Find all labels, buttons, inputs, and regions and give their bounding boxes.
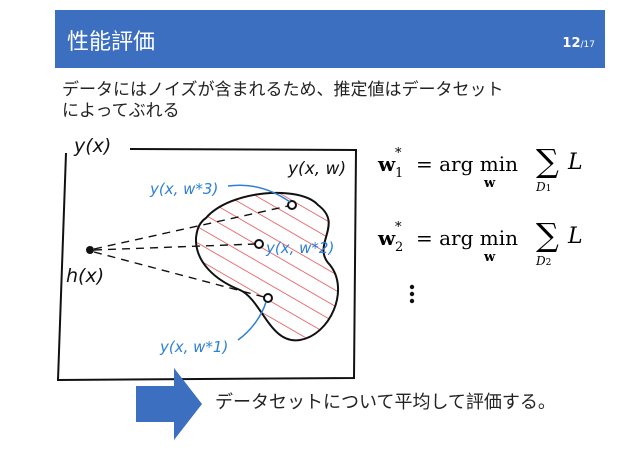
eq1-under: w: [484, 176, 496, 191]
ellipsis-dot-1: [409, 284, 415, 290]
eq2-sum-sub: D2: [536, 254, 552, 268]
equation-2: w * 2 = arg min w ∑ D2 L: [378, 216, 608, 282]
slide-title: 性能評価: [67, 30, 156, 55]
eq2-sum-icon: ∑: [536, 216, 559, 254]
eq1-rel: = arg min: [416, 152, 519, 176]
eq1-sum-icon: ∑: [536, 142, 559, 180]
eq1-lhs: w: [378, 152, 396, 176]
label-h-x: h(x): [66, 265, 104, 287]
outer-rectangle: [56, 148, 358, 382]
page-current: 12: [562, 36, 581, 51]
eq1-sum-sub: D1: [536, 180, 552, 194]
eq2-sup: *: [395, 220, 402, 235]
estimate-point-w1: [263, 293, 273, 303]
ellipsis-dot-2: [409, 291, 415, 297]
blob-region: [194, 191, 340, 342]
eq2-loss: L: [568, 224, 583, 249]
label-y-x-w: y(x, w): [287, 159, 346, 179]
eq2-sub: 2: [395, 240, 404, 255]
equation-1: w * 1 = arg min w ∑ D1 L: [378, 142, 608, 208]
eq2-lhs: w: [378, 226, 396, 250]
body-text: データにはノイズが含まれるため、推定値はデータセット によってぶれる: [62, 80, 504, 121]
h-x-point: [86, 246, 94, 254]
dashed-line-w1: [93, 251, 265, 298]
ellipsis-dot-3: [409, 298, 415, 304]
bottom-text: データセットについて平均して評価する。: [215, 392, 556, 413]
dashed-line-w3: [93, 205, 289, 250]
eq1-sub: 1: [395, 166, 404, 181]
slide-header: 性能評価 12/17: [55, 10, 605, 68]
arrow-icon: [136, 368, 202, 440]
label-y-x-w2: y(x, w*2): [265, 239, 334, 257]
eq1-sup: *: [395, 146, 402, 161]
label-y-x-w3: y(x, w*3): [149, 180, 218, 198]
leader-w1: [237, 301, 267, 341]
estimate-point-w2: [254, 239, 264, 249]
estimate-point-w3: [287, 200, 297, 210]
eq2-rel: = arg min: [416, 226, 519, 250]
page-number: 12/17: [562, 36, 595, 51]
label-y-x-w1: y(x, w*1): [159, 338, 228, 356]
page-total: /17: [580, 40, 595, 50]
leader-w3: [227, 184, 291, 203]
eq2-under: w: [484, 250, 496, 265]
label-y-x: y(x): [73, 135, 111, 157]
eq1-loss: L: [568, 150, 583, 175]
